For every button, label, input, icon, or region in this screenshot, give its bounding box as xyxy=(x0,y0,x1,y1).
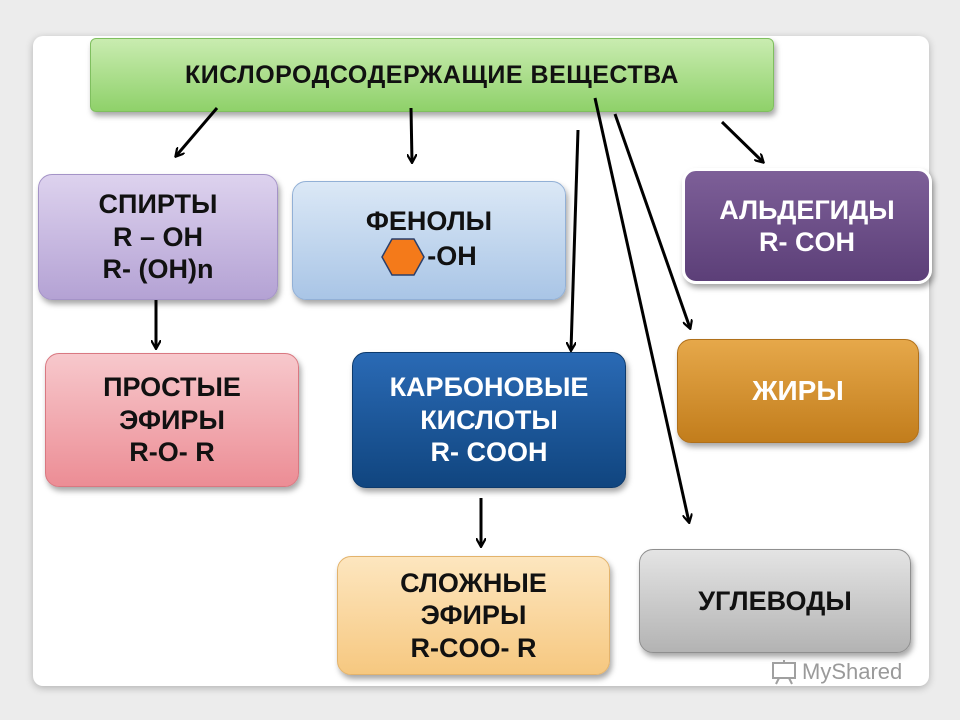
watermark: MyShared xyxy=(770,658,902,686)
presentation-board-icon xyxy=(772,660,796,685)
alcohols-formula-2: R- (OH)n xyxy=(102,254,214,285)
watermark-text: MyShared xyxy=(802,659,903,684)
ethers-name-2: ЭФИРЫ xyxy=(119,404,225,435)
aldehydes-formula: R- COH xyxy=(759,227,855,257)
esters-formula: R-COO- R xyxy=(410,632,537,663)
carbohydrates-name: УГЛЕВОДЫ xyxy=(698,585,852,616)
alcohols-box: СПИРТЫ R – OH R- (OH)n xyxy=(38,174,278,300)
esters-box: СЛОЖНЫЕ ЭФИРЫ R-COO- R xyxy=(337,556,610,675)
phenols-formula: -OH xyxy=(427,241,477,272)
alcohols-formula-1: R – OH xyxy=(112,221,204,252)
carboxylic-acids-formula: R- COOH xyxy=(430,437,548,468)
aldehydes-name: АЛЬДЕГИДЫ xyxy=(719,194,895,225)
diagram-title-box: КИСЛОРОДСОДЕРЖАЩИЕ ВЕЩЕСТВА xyxy=(90,38,774,112)
benzene-ring-icon xyxy=(381,237,426,276)
phenols-formula-row: -OH xyxy=(381,237,477,276)
fats-box: ЖИРЫ xyxy=(677,339,919,443)
ethers-box: ПРОСТЫЕ ЭФИРЫ R-O- R xyxy=(45,353,299,487)
phenols-name: ФЕНОЛЫ xyxy=(365,206,493,237)
ethers-formula: R-O- R xyxy=(129,437,215,468)
carbohydrates-box: УГЛЕВОДЫ xyxy=(639,549,911,653)
fats-name: ЖИРЫ xyxy=(752,375,844,407)
esters-name-2: ЭФИРЫ xyxy=(420,600,527,631)
carboxylic-acids-name-2: КИСЛОТЫ xyxy=(420,404,558,435)
carboxylic-acids-name-1: КАРБОНОВЫЕ xyxy=(389,372,589,403)
ethers-name-1: ПРОСТЫЕ xyxy=(103,372,241,403)
alcohols-name: СПИРТЫ xyxy=(98,189,218,220)
carboxylic-acids-box: КАРБОНОВЫЕ КИСЛОТЫ R- COOH xyxy=(352,352,626,488)
esters-name-1: СЛОЖНЫЕ xyxy=(400,567,547,598)
diagram-title: КИСЛОРОДСОДЕРЖАЩИЕ ВЕЩЕСТВА xyxy=(185,61,679,89)
aldehydes-box: АЛЬДЕГИДЫ R- COH xyxy=(682,168,932,284)
phenols-box: ФЕНОЛЫ -OH xyxy=(292,181,566,300)
